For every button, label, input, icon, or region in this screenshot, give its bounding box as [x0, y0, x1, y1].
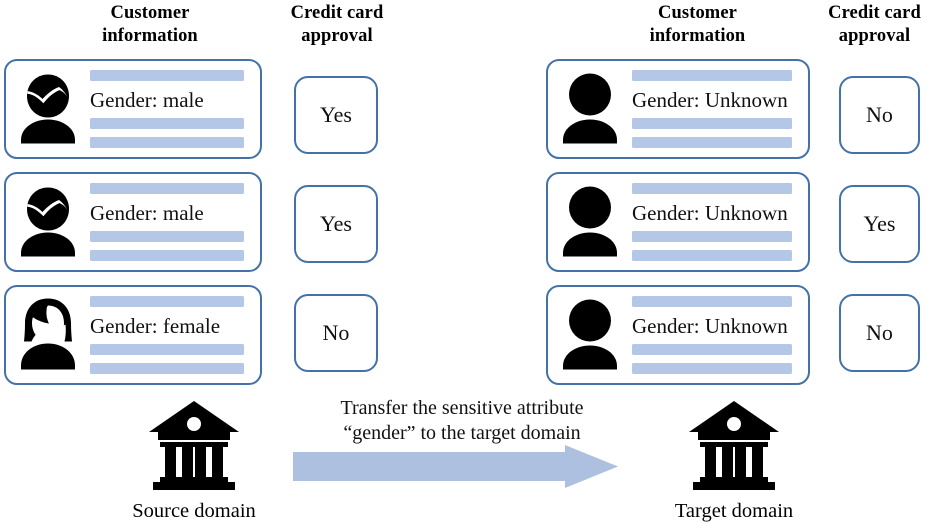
redacted-field-bar	[90, 231, 244, 243]
source-domain-block: Source domain	[104, 397, 284, 523]
gender-value: Gender: Unknown	[632, 200, 788, 225]
customer-card[interactable]: Gender: Unknown	[546, 172, 810, 272]
header-source-customer-information: Customer information	[60, 2, 240, 48]
redacted-field-bar	[90, 118, 244, 130]
transfer-caption-line-2: “gender” to the target domain	[343, 422, 581, 444]
person-male-icon	[17, 183, 79, 262]
redacted-field-bar	[90, 344, 244, 356]
person-unknown-icon	[559, 183, 621, 262]
header-line-2: information	[649, 26, 746, 46]
header-target-customer-information: Customer information	[600, 2, 795, 48]
approval-value: Yes	[319, 211, 352, 236]
approval-value: Yes	[319, 102, 352, 127]
customer-card[interactable]: Gender: male	[4, 172, 262, 272]
redacted-field-bar	[90, 136, 244, 148]
redacted-field-bar	[632, 183, 792, 194]
redacted-field-bar	[632, 344, 792, 356]
approval-value: No	[322, 320, 350, 345]
header-line-2: information	[102, 26, 198, 46]
redacted-field-bar	[632, 70, 792, 81]
header-source-credit-card-approval: Credit card approval	[266, 2, 408, 48]
approval-box[interactable]: Yes	[294, 76, 378, 154]
person-unknown-icon	[559, 70, 621, 149]
transfer-caption: Transfer the sensitive attribute “gender…	[292, 396, 632, 446]
gender-value: Gender: female	[90, 313, 221, 338]
header-line-1: Customer	[658, 3, 737, 23]
source-domain-label: Source domain	[132, 500, 256, 522]
person-female-icon	[17, 296, 79, 375]
header-target-credit-card-approval: Credit card approval	[812, 2, 935, 48]
gender-value: Gender: Unknown	[632, 313, 788, 338]
customer-card[interactable]: Gender: Unknown	[546, 59, 810, 159]
approval-box[interactable]: Yes	[839, 185, 920, 263]
bank-icon	[686, 401, 782, 497]
approval-value: Yes	[863, 211, 896, 236]
redacted-field-bar	[632, 362, 792, 374]
header-line-1: Credit card	[290, 3, 384, 23]
redacted-field-bar	[632, 118, 792, 130]
redacted-field-bar	[90, 70, 244, 81]
redacted-field-bar	[632, 231, 792, 243]
person-unknown-icon	[559, 296, 621, 375]
redacted-field-bar	[632, 249, 792, 261]
redacted-field-bar	[90, 183, 244, 194]
gender-value: Gender: male	[90, 87, 204, 112]
approval-box[interactable]: No	[839, 76, 920, 154]
gender-value: Gender: male	[90, 200, 204, 225]
person-male-icon	[17, 70, 79, 149]
approval-box[interactable]: No	[294, 294, 378, 372]
target-domain-block: Target domain	[644, 397, 824, 523]
bank-icon	[146, 401, 242, 497]
customer-card[interactable]: Gender: Unknown	[546, 285, 810, 385]
header-line-1: Credit card	[828, 3, 921, 23]
right-arrow-icon	[293, 445, 618, 489]
customer-card[interactable]: Gender: female	[4, 285, 262, 385]
approval-box[interactable]: No	[839, 294, 920, 372]
customer-card[interactable]: Gender: male	[4, 59, 262, 159]
redacted-field-bar	[90, 362, 244, 374]
header-line-1: Customer	[110, 3, 190, 23]
target-domain-label: Target domain	[674, 500, 794, 522]
approval-value: No	[866, 320, 893, 345]
header-line-2: approval	[301, 26, 373, 46]
transfer-caption-line-1: Transfer the sensitive attribute	[340, 397, 584, 419]
redacted-field-bar	[90, 296, 244, 307]
redacted-field-bar	[632, 296, 792, 307]
approval-box[interactable]: Yes	[294, 185, 378, 263]
gender-value: Gender: Unknown	[632, 87, 788, 112]
approval-value: No	[866, 102, 893, 127]
redacted-field-bar	[632, 136, 792, 148]
header-line-2: approval	[838, 26, 911, 46]
redacted-field-bar	[90, 249, 244, 261]
